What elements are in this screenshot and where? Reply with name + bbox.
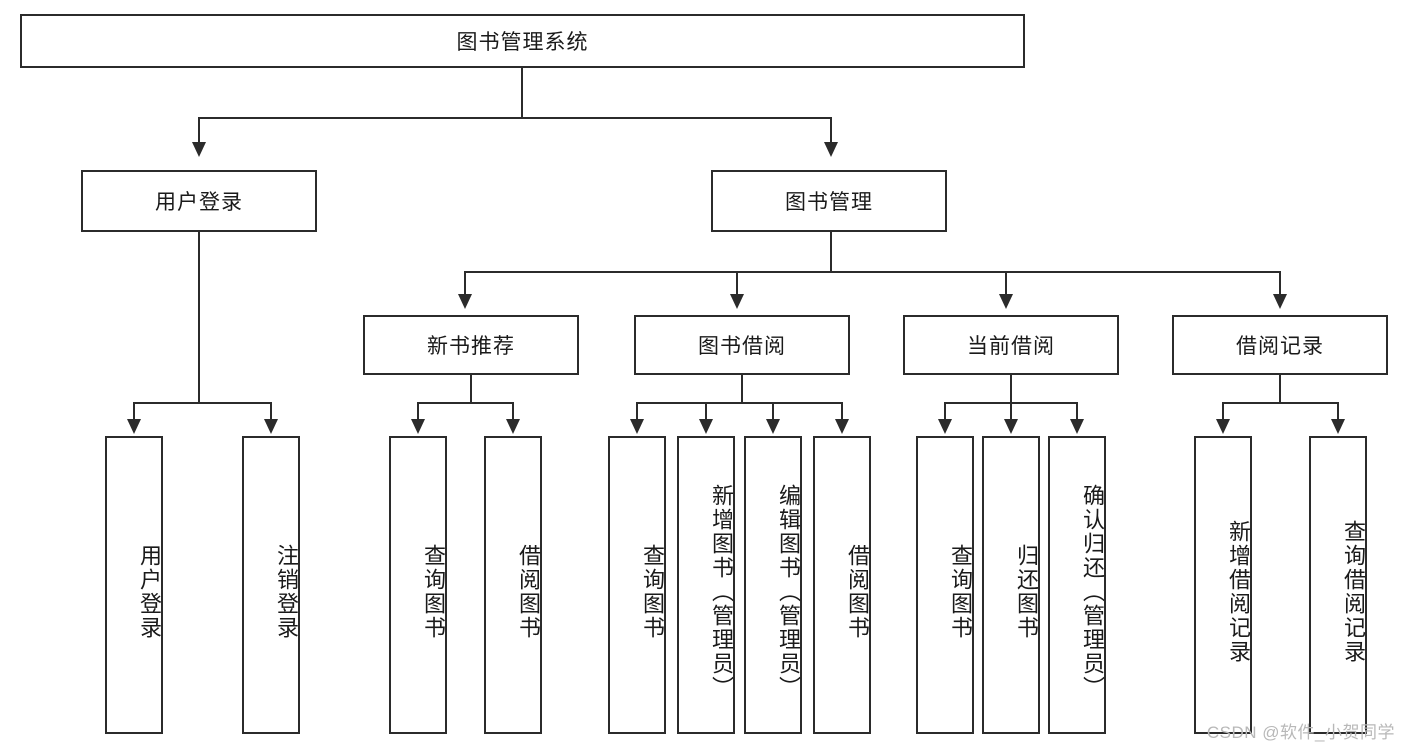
edge-bus-to-user-login (198, 117, 200, 145)
edge-to-leaf-cur-query-book (944, 402, 946, 422)
leaf-borrow-edit-book[interactable]: 编辑图书（管理员） (744, 436, 802, 734)
node-book-borrow[interactable]: 图书借阅 (634, 315, 850, 375)
edge-current-borrow-down (1010, 375, 1012, 404)
leaf-borrow-borrow-book[interactable]: 借阅图书 (813, 436, 871, 734)
leaf-rec-borrow-book[interactable]: 借阅图书 (484, 436, 542, 734)
arrow-to-book-mgmt (824, 142, 838, 157)
leaf-logout[interactable]: 注销登录 (242, 436, 300, 734)
arrow-to-leaf-borrow-add-book (699, 419, 713, 434)
leaf-cur-confirm-return[interactable]: 确认归还（管理员） (1048, 436, 1106, 734)
leaf-rec-query-record[interactable]: 查询借阅记录 (1309, 436, 1367, 734)
node-new-book-recommend[interactable]: 新书推荐 (363, 315, 579, 375)
edge-to-leaf-borrow-edit-book (772, 402, 774, 422)
arrow-to-leaf-cur-return-book (1004, 419, 1018, 434)
leaf-borrow-add-book[interactable]: 新增图书（管理员） (677, 436, 735, 734)
edge-to-leaf-logout (270, 402, 272, 422)
edge-user-login-down (198, 232, 200, 404)
edge-to-leaf-rec-query-record (1337, 402, 1339, 422)
node-root[interactable]: 图书管理系统 (20, 14, 1025, 68)
edge-to-leaf-user-login (133, 402, 135, 422)
arrow-to-current-borrow (999, 294, 1013, 309)
arrow-to-leaf-rec-borrow-book (506, 419, 520, 434)
node-current-borrow[interactable]: 当前借阅 (903, 315, 1119, 375)
arrow-to-leaf-rec-query-book (411, 419, 425, 434)
arrow-to-leaf-rec-query-record (1331, 419, 1345, 434)
arrow-to-leaf-logout (264, 419, 278, 434)
node-borrow-record[interactable]: 借阅记录 (1172, 315, 1388, 375)
node-book-management[interactable]: 图书管理 (711, 170, 947, 232)
arrow-to-borrow-record (1273, 294, 1287, 309)
edge-bus-book-borrow-leaves (636, 402, 842, 404)
edge-root-down (521, 68, 523, 118)
csdn-watermark: CSDN @软件_小贺同学 (1206, 723, 1395, 742)
node-user-login[interactable]: 用户登录 (81, 170, 317, 232)
leaf-cur-query-book[interactable]: 查询图书 (916, 436, 974, 734)
edge-bus-to-book-mgmt (830, 117, 832, 145)
edge-bus-level2 (464, 271, 1281, 273)
edge-to-leaf-rec-borrow-book (512, 402, 514, 422)
arrow-to-leaf-rec-add-record (1216, 419, 1230, 434)
edge-book-mgmt-down (830, 232, 832, 272)
arrow-to-book-borrow (730, 294, 744, 309)
edge-to-leaf-borrow-query-book (636, 402, 638, 422)
edge-bus-to-borrow-record (1279, 271, 1281, 297)
arrow-to-leaf-cur-confirm-return (1070, 419, 1084, 434)
edge-bus-borrow-record-leaves (1222, 402, 1339, 404)
leaf-borrow-query-book[interactable]: 查询图书 (608, 436, 666, 734)
leaf-cur-return-book[interactable]: 归还图书 (982, 436, 1040, 734)
edge-book-borrow-down (741, 375, 743, 404)
arrow-to-leaf-borrow-edit-book (766, 419, 780, 434)
leaf-rec-add-record[interactable]: 新增借阅记录 (1194, 436, 1252, 734)
edge-to-leaf-borrow-add-book (705, 402, 707, 422)
arrow-to-leaf-user-login (127, 419, 141, 434)
edge-to-leaf-rec-query-book (417, 402, 419, 422)
edge-to-leaf-rec-add-record (1222, 402, 1224, 422)
edge-to-leaf-cur-confirm-return (1076, 402, 1078, 422)
leaf-user-login[interactable]: 用户登录 (105, 436, 163, 734)
edge-borrow-record-down (1279, 375, 1281, 404)
edge-bus-level1 (198, 117, 832, 119)
arrow-to-new-book-rec (458, 294, 472, 309)
edge-new-book-rec-down (470, 375, 472, 404)
edge-bus-user-login-leaves (133, 402, 272, 404)
arrow-to-leaf-cur-query-book (938, 419, 952, 434)
edge-to-leaf-cur-return-book (1010, 402, 1012, 422)
leaf-rec-query-book[interactable]: 查询图书 (389, 436, 447, 734)
edge-to-leaf-borrow-borrow-book (841, 402, 843, 422)
arrow-to-leaf-borrow-borrow-book (835, 419, 849, 434)
edge-bus-to-new-book-rec (464, 271, 466, 297)
edge-bus-to-current-borrow (1005, 271, 1007, 297)
arrow-to-user-login (192, 142, 206, 157)
edge-bus-to-book-borrow (736, 271, 738, 297)
arrow-to-leaf-borrow-query-book (630, 419, 644, 434)
edge-bus-new-book-rec-leaves (417, 402, 514, 404)
